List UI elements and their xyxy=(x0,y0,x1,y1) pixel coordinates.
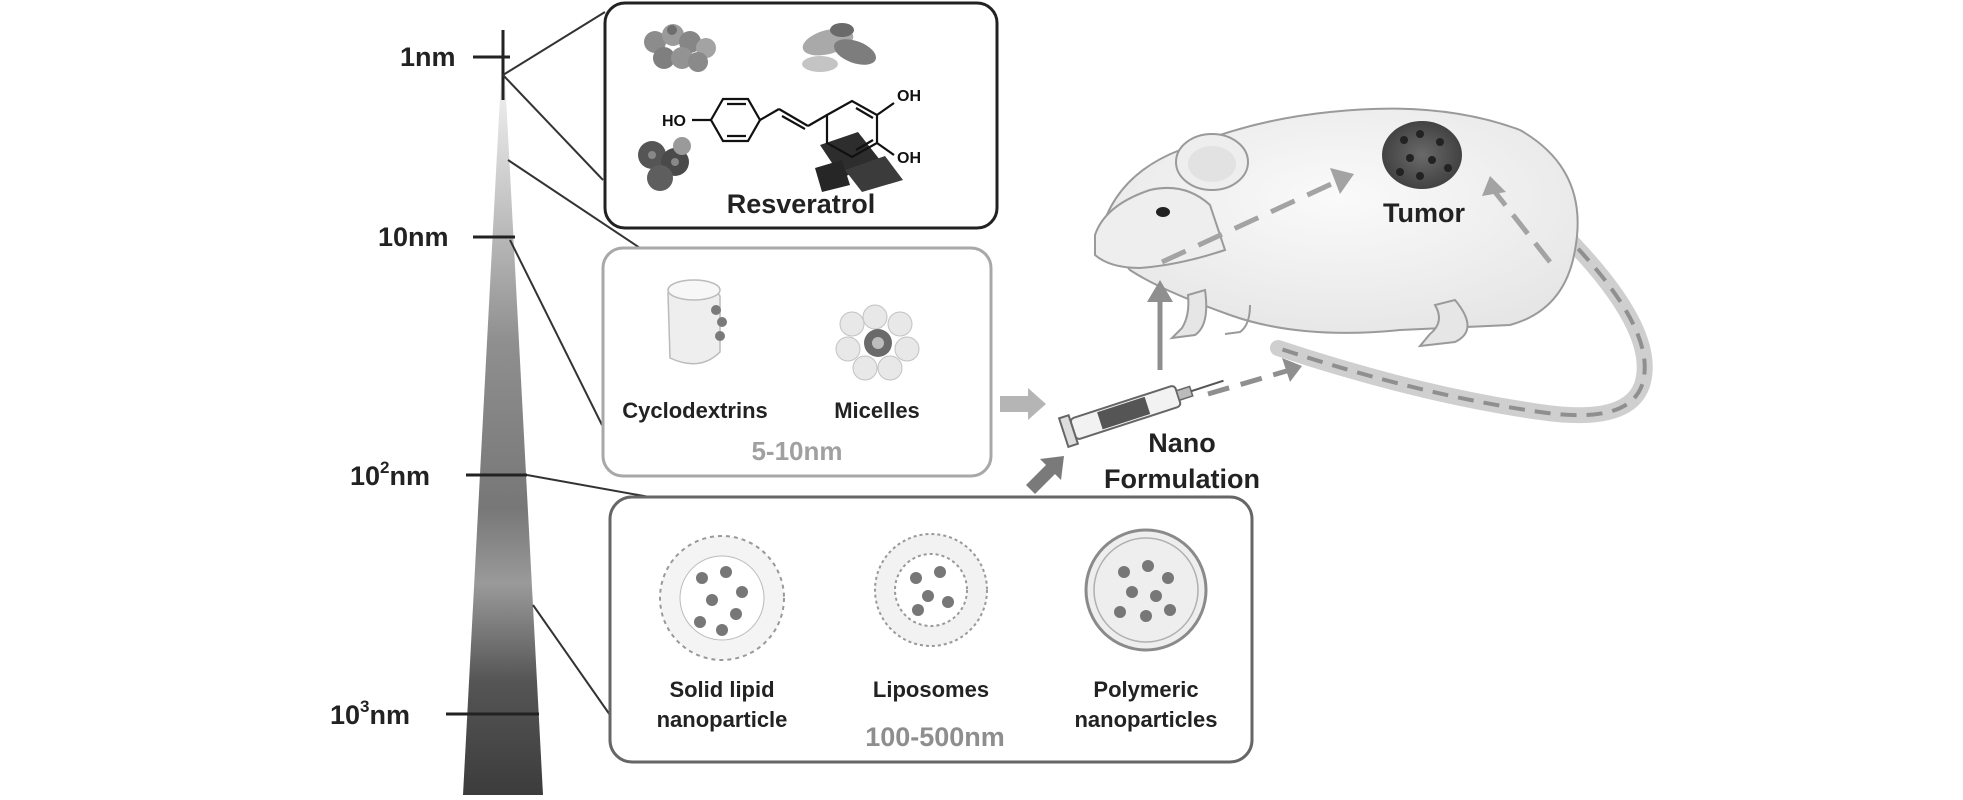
tumor-label: Tumor xyxy=(1383,198,1465,228)
mouse-head xyxy=(1094,186,1227,270)
tick-label-10nm: 10nm xyxy=(378,222,449,252)
tick-label-100nm: 102nm xyxy=(350,458,430,491)
connector-small-bottom xyxy=(509,239,603,426)
arrow-tail-to-tumor-head xyxy=(1482,176,1506,196)
polymeric-nanoparticle-image xyxy=(1084,528,1208,652)
large-size-range: 100-500nm xyxy=(865,722,1005,752)
arrow-to-tail-head xyxy=(1282,358,1302,382)
arrow-up-to-head-head xyxy=(1147,280,1173,302)
solid-lipid-label-line2: nanoparticle xyxy=(657,707,788,732)
polymeric-label-line2: nanoparticles xyxy=(1074,707,1217,732)
small-carriers-panel: Cyclodextrins Micelles 5-10nm xyxy=(601,246,993,478)
mouse-front-leg xyxy=(1169,288,1208,340)
arrow-head-to-tumor-head xyxy=(1330,168,1354,194)
resveratrol-panel: OH HO OH Resveratrol xyxy=(603,1,999,230)
peanuts-image xyxy=(802,23,877,72)
size-scale: 1nm 10nm 102nm 103nm xyxy=(330,30,543,795)
syringe-image xyxy=(1057,379,1224,449)
cyclodextrin-image xyxy=(667,279,727,365)
polymeric-label-line1: Polymeric xyxy=(1093,677,1198,702)
connector-large-bottom xyxy=(532,604,611,716)
tick-label-1nm: 1nm xyxy=(400,42,456,72)
liposome-image xyxy=(874,533,988,647)
delivery-arrows xyxy=(1147,168,1552,397)
large-carriers-panel: Solid lipid nanoparticle Liposomes Polym… xyxy=(608,495,1254,764)
mouse-back-leg xyxy=(1417,298,1469,348)
solid-lipid-label-line1: Solid lipid xyxy=(669,677,774,702)
liposomes-label: Liposomes xyxy=(873,677,989,702)
arrow-to-tail-shaft xyxy=(1207,367,1291,397)
formulation-label-line2: Formulation xyxy=(1104,464,1260,494)
solid-lipid-nanoparticle-image xyxy=(659,535,785,661)
tick-label-1000nm: 103nm xyxy=(330,697,410,730)
arrow-tail-to-tumor-shaft xyxy=(1493,190,1552,264)
mouse-image: Tumor xyxy=(1094,107,1653,424)
connector-resveratrol-bottom xyxy=(502,74,604,181)
ho-label-left: HO xyxy=(662,113,686,130)
resveratrol-molecule xyxy=(692,97,895,159)
grapes-image xyxy=(644,24,716,72)
arrow-small-to-formulation xyxy=(1000,388,1046,420)
resveratrol-title: Resveratrol xyxy=(727,189,876,219)
cyclodextrins-label: Cyclodextrins xyxy=(622,398,768,423)
mouse-eye xyxy=(1156,207,1170,217)
micelle-image xyxy=(835,304,920,381)
connector-small-top xyxy=(507,159,641,249)
tumor-spots xyxy=(1396,130,1452,180)
connector-large-top xyxy=(526,474,656,499)
connector-resveratrol-top xyxy=(502,11,606,76)
small-size-range: 5-10nm xyxy=(751,436,842,466)
formulation-label-line1: Nano xyxy=(1148,428,1216,458)
size-cone xyxy=(463,40,543,795)
blueberries-image xyxy=(638,137,691,191)
oh-label-top: OH xyxy=(897,88,921,105)
arrow-head-to-tumor-shaft xyxy=(1160,177,1342,265)
connector-lines xyxy=(502,11,656,716)
oh-label-bottom: OH xyxy=(897,150,921,167)
micelles-label: Micelles xyxy=(834,398,920,423)
arrow-large-to-formulation xyxy=(1026,456,1064,494)
